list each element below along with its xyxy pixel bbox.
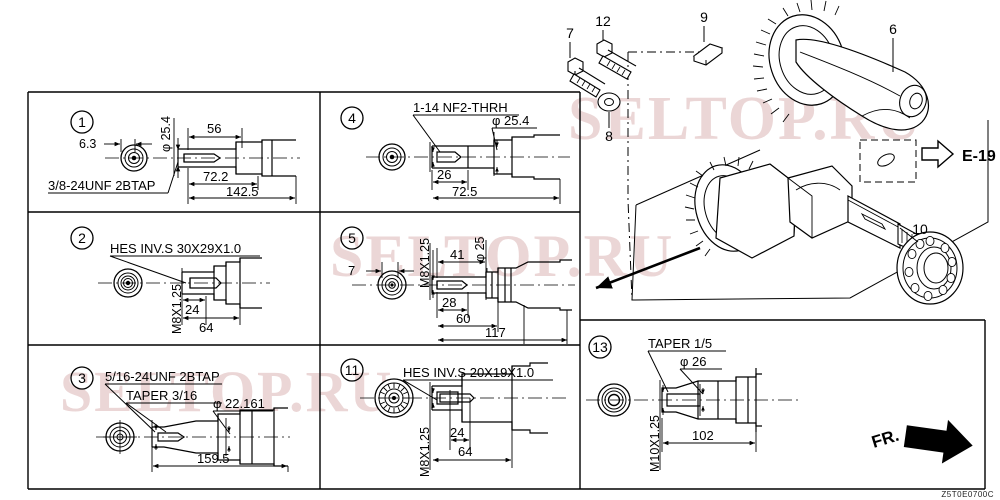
panel-5-number: 5: [348, 230, 356, 246]
part-9-key: 9: [692, 9, 724, 66]
part-label-12: 12: [595, 13, 611, 29]
panel-4-dim-26: 26: [437, 167, 451, 182]
panel-4-note: 1-14 NF2-THRH: [413, 100, 508, 115]
panel-11-note: HES INV.S 20X19X1.0: [403, 365, 534, 380]
panel-5-dim-60: 60: [456, 311, 470, 326]
part-10-bearing: 10: [896, 221, 964, 305]
panel-4-number: 4: [348, 110, 356, 126]
part-label-8: 8: [605, 128, 613, 144]
panel-1-note: 3/8-24UNF 2BTAP: [48, 178, 155, 193]
panel-5-drawing: 5: [340, 226, 575, 344]
panel-13-dim-phi26: φ 26: [680, 354, 707, 369]
panel-4-dim-phi254: φ 25.4: [492, 113, 529, 128]
panel-1-dim-56: 56: [207, 121, 221, 136]
panel-4-dim-725: 72.5: [452, 184, 477, 199]
arrow-right-icon: [903, 419, 973, 464]
panel-1-dim-phi254: φ 25.4: [159, 116, 173, 152]
front-label: FR.: [869, 426, 901, 452]
panel-2-dim-64: 64: [199, 320, 213, 335]
panel-1-dim-1425: 142.5: [226, 184, 259, 199]
panel-3-number: 3: [78, 370, 86, 386]
panel-1-drawing: 1: [48, 110, 300, 204]
sheet-code: Z5T0E0700C: [941, 490, 994, 499]
panel-2-dim-24: 24: [185, 302, 199, 317]
part-label-6: 6: [889, 21, 897, 37]
front-orientation-marker: FR.: [869, 419, 973, 464]
panel-grid-lines: [27, 91, 986, 490]
panel-2-note: HES INV.S 30X29X1.0: [110, 241, 241, 256]
panel-5-dim-41: 41: [450, 247, 464, 262]
panel-13-dim-m10: M10X1.25: [648, 415, 662, 472]
panel-3-note-2: TAPER 3/16: [126, 388, 197, 403]
part-6-crankshaft-upper: 6: [752, 0, 930, 131]
panel-3-dim-phi22161: φ 22.161: [213, 396, 265, 411]
part-8-washer: 8: [597, 92, 621, 144]
panel-2-dim-m8: M8X1.25: [170, 284, 184, 334]
panel-13-note: TAPER 1/5: [648, 336, 712, 351]
crankshaft-installed-view: [684, 156, 925, 259]
panel-1-number: 1: [78, 114, 86, 130]
part-7-bolt: 7: [566, 25, 606, 98]
panel-2-drawing: 2: [70, 226, 270, 335]
assembly-leader-arrow: [595, 246, 701, 290]
part-12-bolt: 12: [595, 13, 637, 80]
arrow-right-icon: [921, 139, 955, 169]
panel-3-dim-1595: 159.5: [197, 451, 230, 466]
crankshaft-assembly-illustration: 7 12: [566, 0, 996, 305]
panel-11-number: 11: [345, 362, 360, 378]
reference-label-e19: E-19: [962, 148, 996, 165]
panel-5-dim-28: 28: [442, 295, 456, 310]
part-label-7: 7: [566, 25, 574, 41]
panel-11-dim-64: 64: [458, 444, 472, 459]
panel-3-drawing: 3: [70, 366, 290, 472]
panel-3-note-1: 5/16-24UNF 2BTAP: [105, 369, 220, 384]
panel-11-drawing: 11: [340, 358, 570, 477]
panel-13-number: 13: [592, 339, 608, 355]
panel-2-number: 2: [78, 230, 86, 246]
part-label-9: 9: [700, 9, 708, 25]
panel-1-dim-722: 72.2: [203, 169, 228, 184]
panel-13-dim-102: 102: [692, 428, 714, 443]
panel-13-drawing: 13: [586, 335, 800, 472]
part-label-10: 10: [912, 221, 928, 237]
panel-5-dim-7: 7: [348, 263, 355, 278]
panel-11-dim-24: 24: [450, 425, 464, 440]
panel-5-dim-117: 117: [485, 325, 506, 340]
panel-5-dim-m8: M8X1.25: [418, 238, 432, 288]
panel-1-dim-63: 6.3: [79, 137, 96, 151]
panel-11-dim-m8: M8X1.25: [418, 427, 432, 477]
reference-callout-e19: E-19: [859, 139, 996, 183]
panel-5-dim-phi25: φ 25: [473, 236, 487, 262]
panel-4-drawing: 4: [340, 100, 570, 204]
